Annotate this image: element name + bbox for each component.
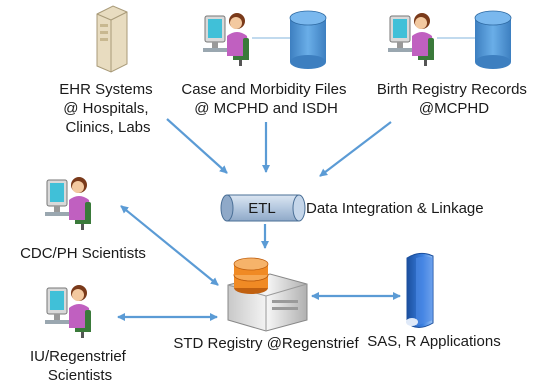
ehr-label: EHR Systems @ Hospitals, Clinics, Labs <box>59 81 157 136</box>
arrow-ehr-to-etl <box>166 118 228 174</box>
birth-registry-database-icon <box>474 10 512 70</box>
cdc-person-icon <box>44 176 92 231</box>
ehr-server-icon <box>96 5 128 73</box>
sas-label: SAS, R Applications <box>367 333 500 350</box>
case-files-label: Case and Morbidity Files @ MCPHD and ISD… <box>181 81 350 117</box>
iu-person-icon <box>44 284 92 339</box>
birth-registry-label: Birth Registry Records @MCPHD <box>377 81 531 117</box>
iu-label: IU/Regenstrief Scientists <box>30 348 130 384</box>
sas-applications-icon <box>406 252 434 328</box>
etl-label: ETL <box>248 200 276 217</box>
cdc-label: CDC/PH Scientists <box>20 245 146 262</box>
case-files-person-icon <box>202 12 250 67</box>
birth-registry-person-icon <box>387 12 435 67</box>
case-files-database-icon <box>289 10 327 70</box>
std-registry-label: STD Registry @Regenstrief <box>173 335 359 352</box>
arrow-birth-registry-to-etl <box>319 121 392 177</box>
etl-caption: Data Integration & Linkage <box>306 200 484 217</box>
arrow-cdc-registry <box>120 205 219 286</box>
etl-cylinder: ETL <box>220 194 306 222</box>
std-registry-server-icon <box>227 257 308 332</box>
